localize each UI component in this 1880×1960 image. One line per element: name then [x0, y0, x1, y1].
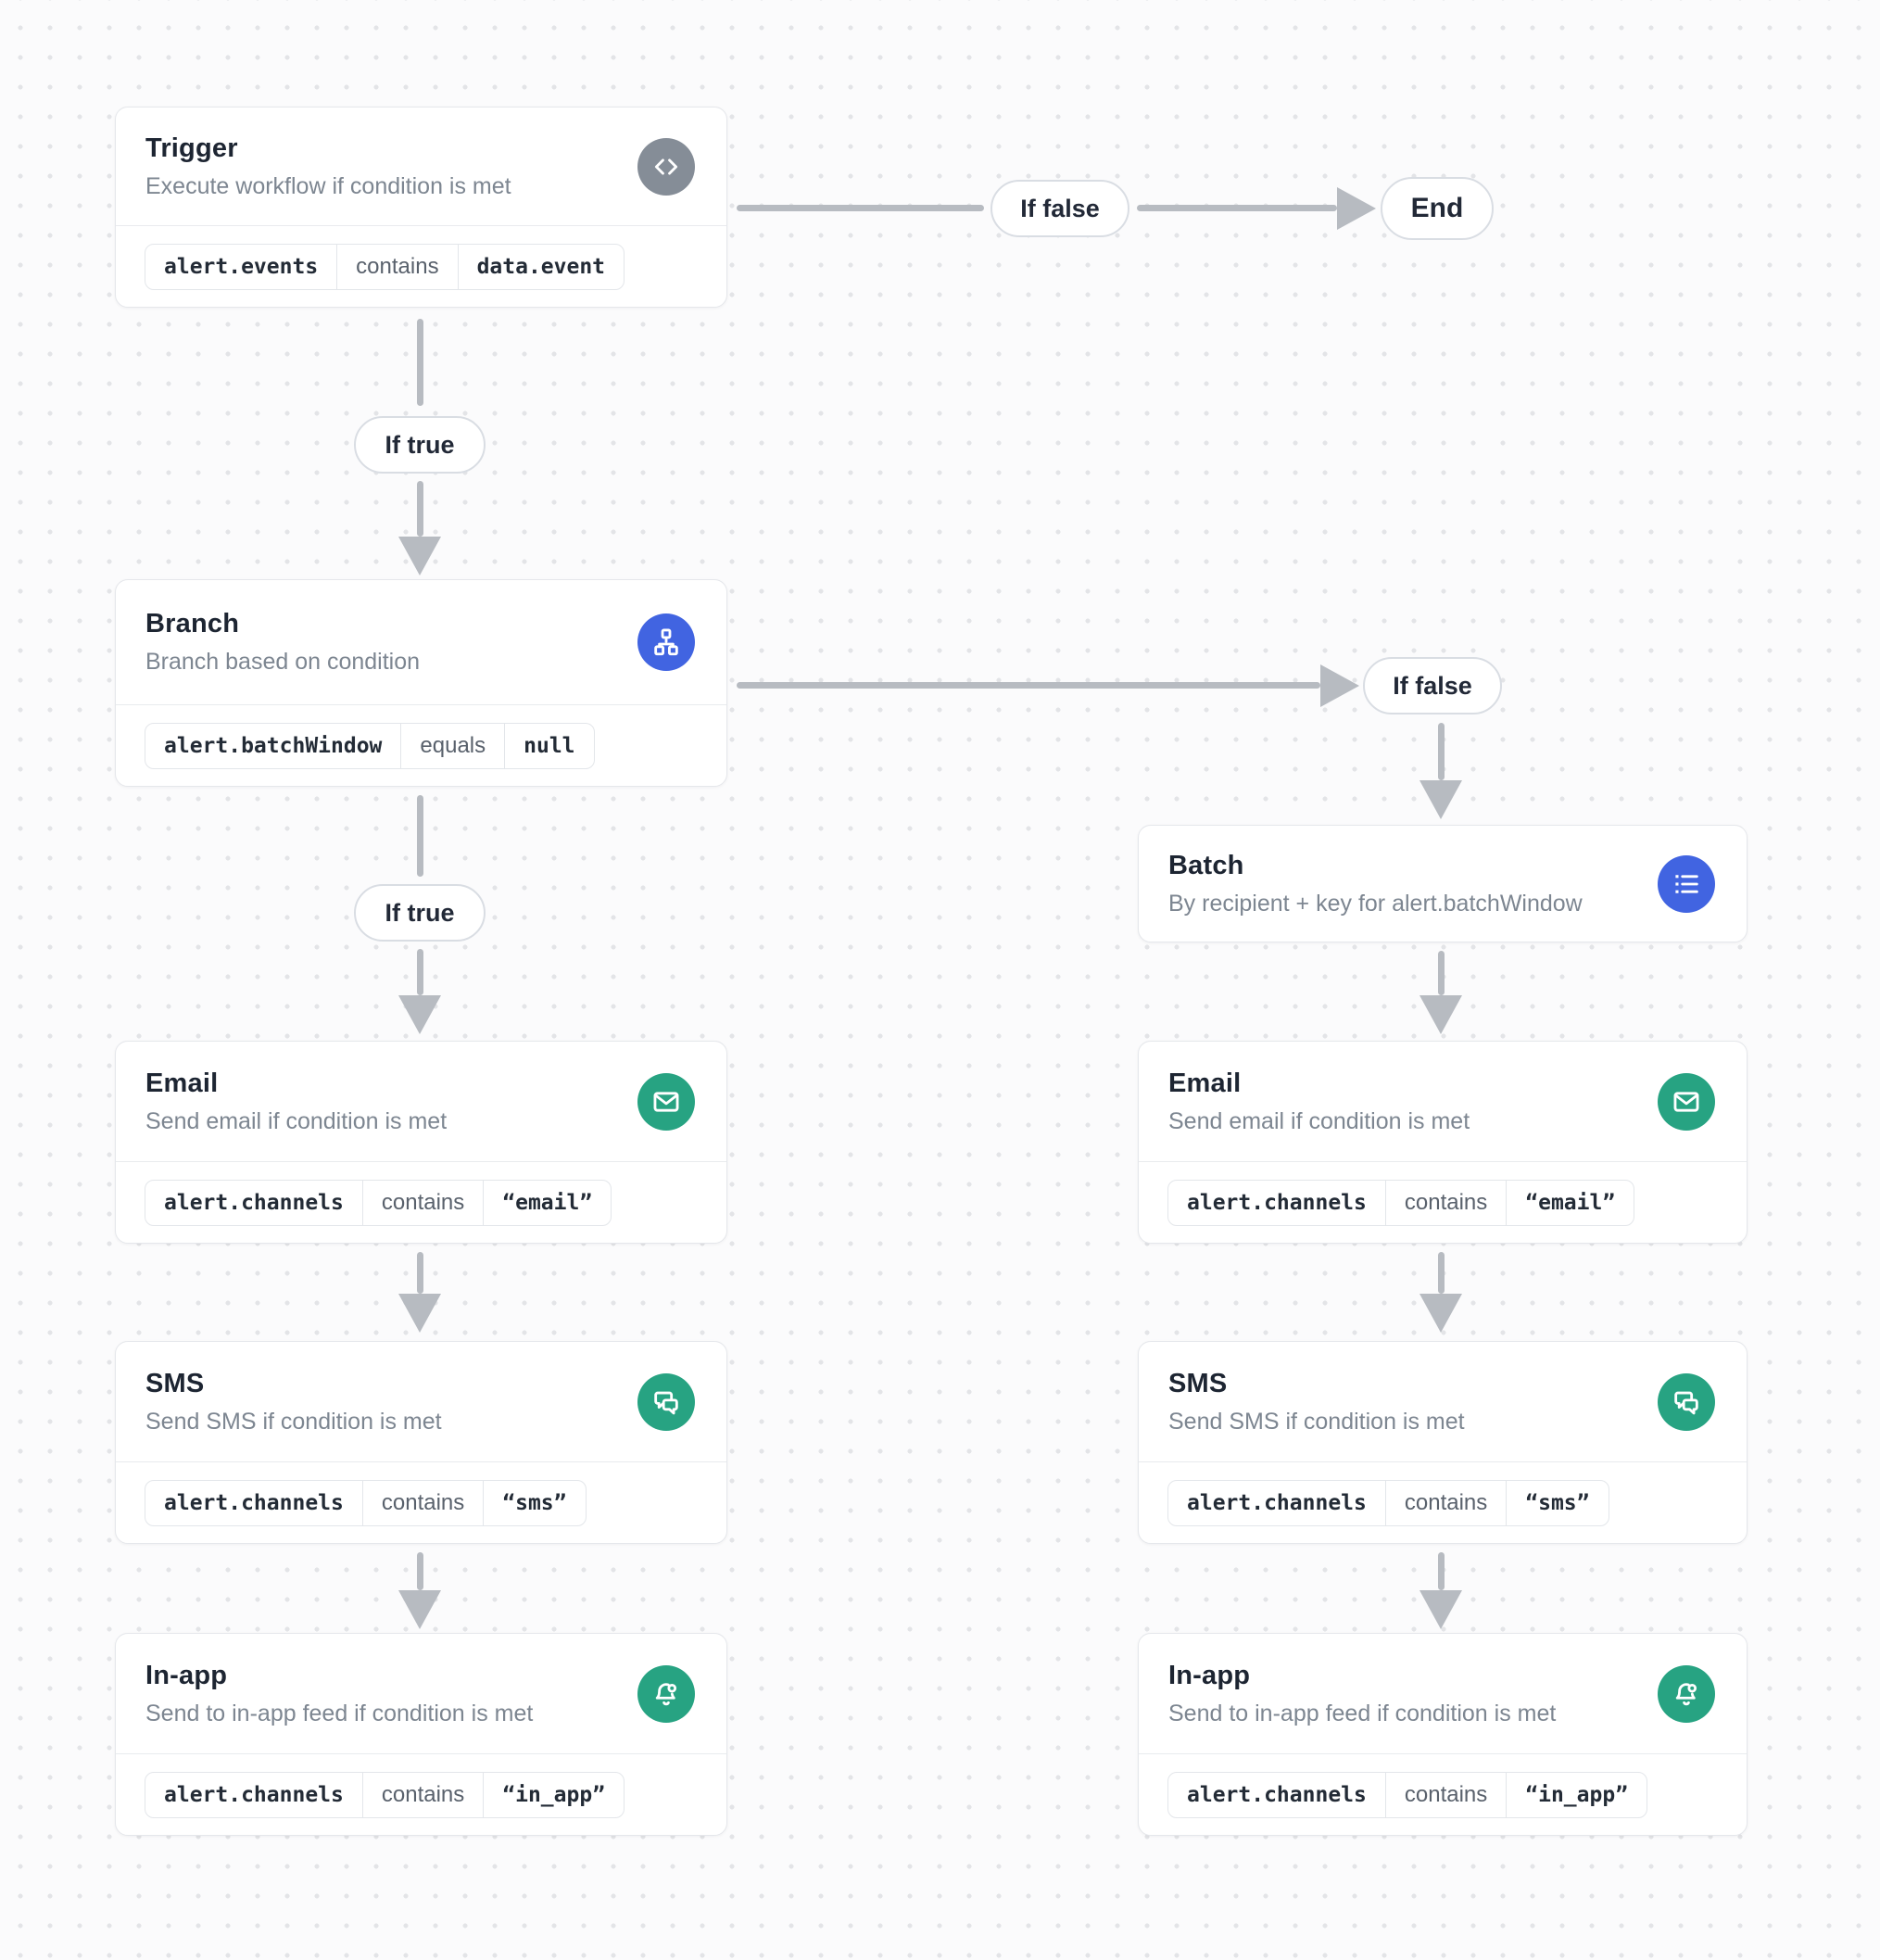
node-inapp-main[interactable]: In-app Send to in-app feed if condition … — [115, 1633, 727, 1836]
node-inapp-batched[interactable]: In-app Send to in-app feed if condition … — [1138, 1633, 1748, 1836]
node-subtitle: Send email if condition is met — [1168, 1107, 1470, 1134]
condition-field: alert.channels — [164, 1782, 344, 1807]
node-email-main[interactable]: Email Send email if condition is met ale… — [115, 1041, 727, 1244]
connector-branch-iffalse — [737, 682, 1320, 689]
edge-label-branch-if-true: If true — [354, 884, 486, 942]
condition-value: “in_app” — [1506, 1772, 1647, 1817]
node-subtitle: Send SMS if condition is met — [145, 1408, 442, 1435]
condition-chip[interactable]: alert.channels contains “sms” — [1167, 1479, 1609, 1526]
condition-field: alert.channels — [1187, 1782, 1367, 1807]
condition-field: alert.channels — [1187, 1490, 1367, 1515]
arrowhead-inapp-main — [398, 1590, 441, 1629]
condition-operator: contains — [1384, 1772, 1506, 1817]
node-title: In-app — [1168, 1660, 1251, 1690]
condition-chip[interactable]: alert.channels contains “email” — [145, 1179, 612, 1226]
node-subtitle: Send to in-app feed if condition is met — [145, 1700, 534, 1726]
condition-operator: contains — [361, 1180, 483, 1225]
node-sms-main[interactable]: SMS Send SMS if condition is met alert.c… — [115, 1341, 727, 1544]
connector-iffalse-end — [1137, 205, 1337, 211]
connector-email-sms-main — [417, 1252, 423, 1294]
node-title: SMS — [1168, 1368, 1228, 1398]
condition-operator: contains — [361, 1480, 483, 1525]
node-end[interactable]: End — [1381, 177, 1494, 240]
condition-value: data.event — [457, 244, 624, 289]
chat-bubbles-icon — [637, 1372, 695, 1431]
condition-field: alert.batchWindow — [164, 733, 383, 758]
connector-trigger-iftrue — [417, 319, 423, 406]
code-icon — [637, 137, 695, 196]
condition-chip[interactable]: alert.channels contains “sms” — [145, 1479, 587, 1526]
condition-field: alert.channels — [164, 1190, 344, 1215]
connector-sms-inapp-batched — [1438, 1552, 1445, 1590]
node-subtitle: Send SMS if condition is met — [1168, 1408, 1465, 1435]
edge-label-branch-if-false: If false — [1363, 657, 1502, 714]
connector-iffalse-batch — [1438, 723, 1445, 780]
arrowhead-inapp-batched — [1419, 1590, 1462, 1629]
condition-value: null — [504, 723, 593, 768]
condition-operator: contains — [1384, 1480, 1506, 1525]
connector-sms-inapp-main — [417, 1552, 423, 1590]
node-email-batched[interactable]: Email Send email if condition is met ale… — [1138, 1041, 1748, 1244]
node-title: In-app — [145, 1660, 228, 1690]
condition-field: alert.channels — [1187, 1190, 1367, 1215]
arrowhead-branch — [398, 537, 441, 575]
connector-email-sms-batched — [1438, 1252, 1445, 1294]
sitemap-icon — [637, 613, 695, 671]
node-sms-batched[interactable]: SMS Send SMS if condition is met alert.c… — [1138, 1341, 1748, 1544]
node-batch[interactable]: Batch By recipient + key for alert.batch… — [1138, 825, 1748, 942]
arrowhead-sms-batched — [1419, 1294, 1462, 1333]
arrowhead-email-batched — [1419, 995, 1462, 1034]
arrowhead-email-main — [398, 995, 441, 1034]
arrowhead-iffalse — [1320, 664, 1359, 707]
node-subtitle: Branch based on condition — [145, 649, 421, 675]
connector-iftrue-email — [417, 949, 423, 995]
connector-branch-iftrue — [417, 795, 423, 877]
condition-chip[interactable]: alert.events contains data.event — [145, 243, 625, 290]
connector-iftrue-branch — [417, 481, 423, 537]
arrowhead-sms-main — [398, 1294, 441, 1333]
mail-icon — [637, 1072, 695, 1131]
node-title: Email — [145, 1068, 219, 1098]
node-subtitle: Send email if condition is met — [145, 1107, 448, 1134]
condition-value: “in_app” — [483, 1772, 624, 1817]
node-subtitle: Execute workflow if condition is met — [145, 172, 511, 199]
condition-chip[interactable]: alert.channels contains “in_app” — [145, 1771, 625, 1818]
connector-batch-email — [1438, 951, 1445, 995]
condition-operator: contains — [1384, 1180, 1506, 1225]
node-title: Branch — [145, 609, 240, 639]
edge-label-trigger-if-true: If true — [354, 416, 486, 474]
node-title: Trigger — [145, 133, 238, 163]
node-title: SMS — [145, 1368, 205, 1398]
node-branch[interactable]: Branch Branch based on condition alert.b… — [115, 579, 727, 787]
condition-operator: contains — [336, 244, 457, 289]
connector-trigger-iffalse — [737, 205, 984, 211]
list-icon — [1658, 854, 1715, 913]
condition-operator: contains — [361, 1772, 483, 1817]
chat-bubbles-icon — [1658, 1372, 1715, 1431]
condition-field: alert.events — [164, 254, 319, 279]
bell-icon — [637, 1664, 695, 1723]
condition-field: alert.channels — [164, 1490, 344, 1515]
bell-icon — [1658, 1664, 1715, 1723]
edge-label-trigger-if-false: If false — [990, 180, 1129, 237]
condition-chip[interactable]: alert.channels contains “email” — [1167, 1179, 1635, 1226]
condition-value: “sms” — [483, 1480, 585, 1525]
condition-value: “email” — [483, 1180, 611, 1225]
condition-value: “email” — [1506, 1180, 1634, 1225]
condition-operator: equals — [400, 723, 504, 768]
node-subtitle: By recipient + key for alert.batchWindow — [1168, 890, 1583, 917]
node-title: Email — [1168, 1068, 1242, 1098]
mail-icon — [1658, 1072, 1715, 1131]
arrowhead-end — [1337, 187, 1376, 230]
arrowhead-batch — [1419, 780, 1462, 819]
node-trigger[interactable]: Trigger Execute workflow if condition is… — [115, 107, 727, 308]
condition-value: “sms” — [1506, 1480, 1608, 1525]
node-title: Batch — [1168, 850, 1244, 880]
condition-chip[interactable]: alert.channels contains “in_app” — [1167, 1771, 1648, 1818]
node-subtitle: Send to in-app feed if condition is met — [1168, 1700, 1557, 1726]
condition-chip[interactable]: alert.batchWindow equals null — [145, 722, 595, 769]
